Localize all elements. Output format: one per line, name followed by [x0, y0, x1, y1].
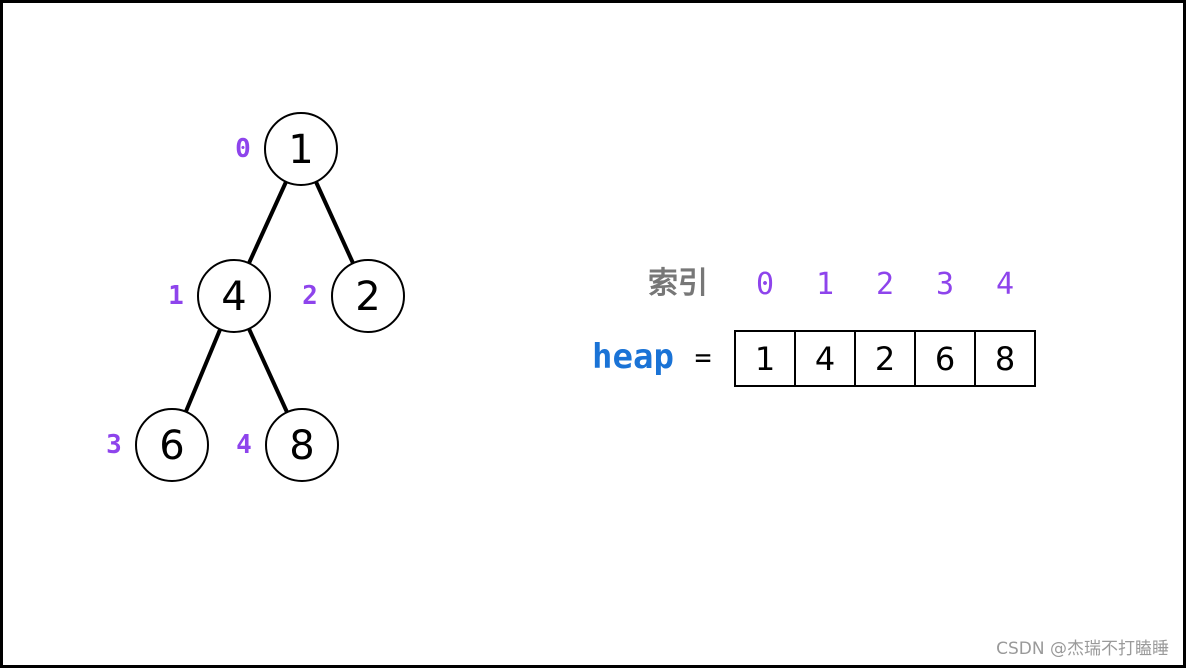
array-index-0: 0 [756, 267, 774, 302]
tree-node-index: 1 [168, 281, 184, 311]
tree-node-0: 10 [235, 112, 338, 186]
tree-node-circle [264, 112, 338, 186]
tree-node-4: 84 [236, 408, 339, 482]
tree-edge-1-3 [183, 328, 223, 413]
array-cell-2 [854, 330, 916, 387]
array-cell-value-4: 8 [995, 340, 1015, 378]
tree-node-circle [197, 259, 271, 333]
array-cell-1 [794, 330, 856, 387]
tree-node-2: 22 [302, 259, 405, 333]
tree-node-circle [331, 259, 405, 333]
tree-node-index: 0 [235, 134, 251, 164]
array-index-4: 4 [996, 267, 1014, 302]
tree-edges [183, 180, 355, 414]
tree-node-circle [135, 408, 209, 482]
tree-node-value: 1 [288, 127, 313, 173]
array-cell-value-1: 4 [815, 340, 835, 378]
tree-node-index: 2 [302, 281, 318, 311]
array-cell-3 [914, 330, 976, 387]
array-index-3: 3 [936, 267, 954, 302]
array-section: 索引 heap = 0 1 1 4 2 2 3 6 4 8 [592, 266, 1036, 387]
watermark: CSDN @杰瑞不打瞌睡 [996, 639, 1169, 659]
tree-node-value: 6 [159, 423, 184, 469]
tree-node-index: 3 [106, 430, 122, 460]
tree-edge-0-1 [247, 180, 288, 265]
heap-array: 0 1 1 4 2 2 3 6 4 8 [734, 267, 1036, 387]
heap-label: heap [592, 337, 674, 377]
tree-node-value: 2 [355, 274, 380, 320]
tree-node-value: 8 [289, 423, 314, 469]
array-cell-value-2: 2 [875, 340, 895, 378]
tree-node-circle [265, 408, 339, 482]
tree-node-3: 63 [106, 408, 209, 482]
array-index-2: 2 [876, 267, 894, 302]
array-cell-0 [734, 330, 796, 387]
equals-sign: = [695, 341, 712, 374]
array-index-1: 1 [816, 267, 834, 302]
tree-edge-0-2 [314, 180, 355, 265]
index-row-label: 索引 [648, 266, 708, 301]
tree-edge-1-4 [247, 327, 289, 414]
array-cell-value-0: 1 [755, 340, 775, 378]
array-cell-value-3: 6 [935, 340, 955, 378]
tree-node-value: 4 [221, 274, 246, 320]
array-cell-4 [974, 330, 1036, 387]
tree-node-index: 4 [236, 430, 252, 460]
tree-node-1: 41 [168, 259, 271, 333]
